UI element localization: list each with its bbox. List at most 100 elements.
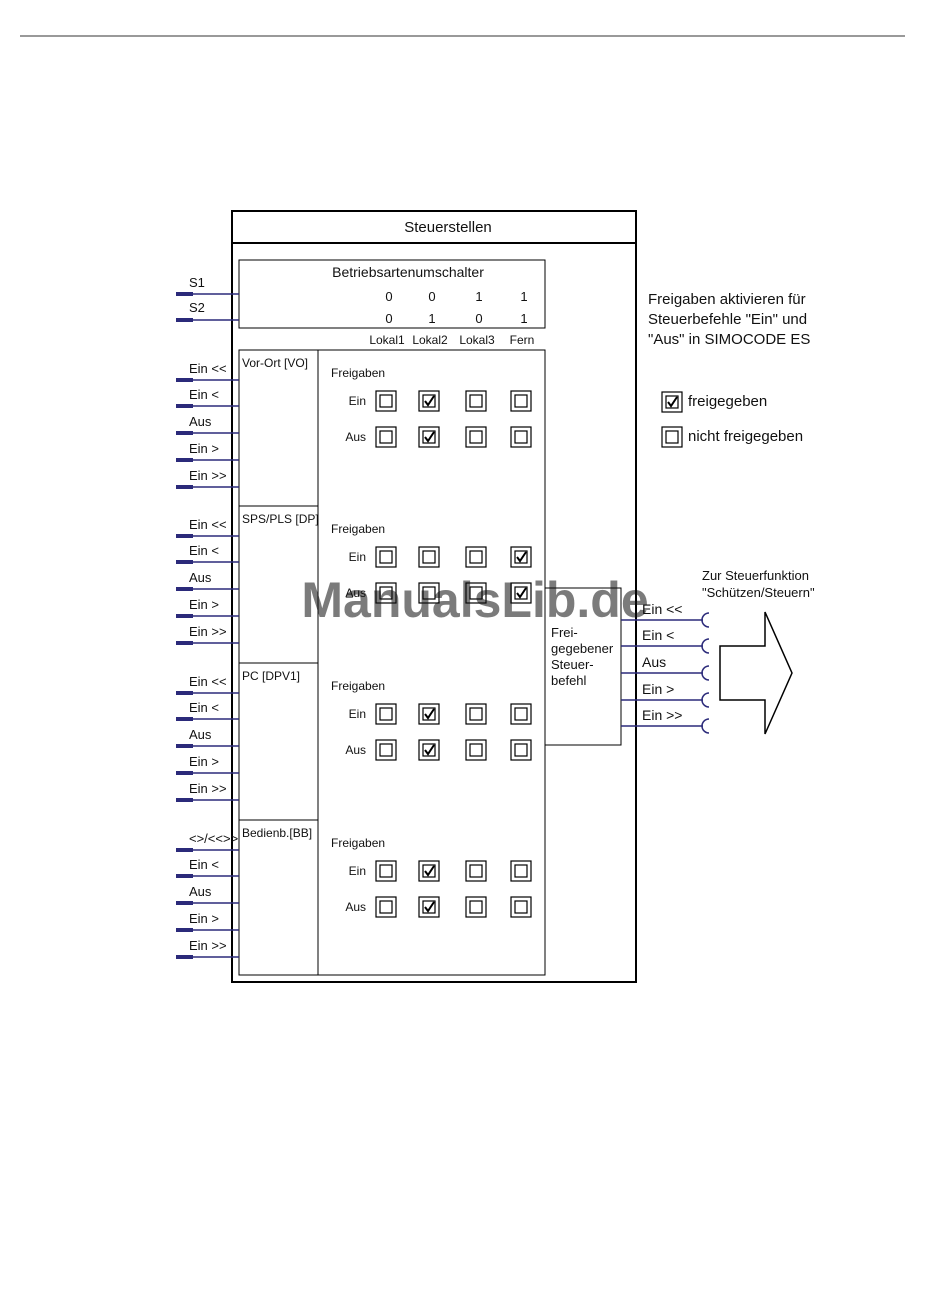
release-checkbox-aus[interactable] bbox=[465, 426, 487, 448]
control-stations-frame bbox=[231, 210, 637, 983]
release-checkbox-aus[interactable] bbox=[375, 739, 397, 761]
check-mark-icon bbox=[516, 587, 527, 599]
input-terminal bbox=[176, 874, 193, 878]
ein-row-label: Ein bbox=[349, 864, 366, 878]
release-checkbox-ein[interactable] bbox=[465, 546, 487, 568]
release-checkbox-aus[interactable] bbox=[510, 426, 532, 448]
s2-value: 0 bbox=[385, 311, 392, 326]
input-terminal bbox=[176, 928, 193, 932]
release-checkbox-ein[interactable] bbox=[375, 860, 397, 882]
release-checkbox-ein[interactable] bbox=[510, 546, 532, 568]
output-socket-icon bbox=[701, 638, 710, 654]
release-checkbox-aus[interactable] bbox=[510, 582, 532, 604]
released-command-line-4: befehl bbox=[551, 673, 587, 688]
release-checkbox-ein[interactable] bbox=[418, 860, 440, 882]
column-header: Fern bbox=[510, 333, 535, 347]
input-signal-label: Ein > bbox=[189, 597, 219, 612]
release-checkbox-ein[interactable] bbox=[510, 390, 532, 412]
output-signal-label: Ein > bbox=[642, 681, 674, 697]
release-checkbox-ein[interactable] bbox=[465, 390, 487, 412]
released-command-line-2: gegebener bbox=[551, 641, 614, 656]
input-signal-label: Ein << bbox=[189, 361, 227, 376]
release-checkbox-ein[interactable] bbox=[510, 703, 532, 725]
check-mark-icon bbox=[424, 431, 435, 443]
release-checkbox-aus[interactable] bbox=[375, 582, 397, 604]
aus-row-label: Aus bbox=[345, 743, 366, 757]
checkbox-inner bbox=[469, 900, 483, 914]
release-checkbox-aus[interactable] bbox=[510, 739, 532, 761]
legend-disabled-checkbox-icon[interactable] bbox=[661, 426, 683, 448]
release-checkbox-aus[interactable] bbox=[465, 739, 487, 761]
release-checkbox-ein[interactable] bbox=[418, 703, 440, 725]
input-terminal bbox=[176, 691, 193, 695]
output-signal: Ein >> bbox=[621, 707, 710, 734]
release-checkbox-aus[interactable] bbox=[375, 426, 397, 448]
input-signal-label: <>/<<>> bbox=[189, 831, 238, 846]
checkbox-inner bbox=[379, 550, 393, 564]
release-checkbox-ein[interactable] bbox=[418, 546, 440, 568]
input-signal-label: Aus bbox=[189, 570, 212, 585]
checkbox-inner bbox=[469, 394, 483, 408]
input-signal-label: Ein < bbox=[189, 543, 219, 558]
legend-enabled-checkbox-icon[interactable] bbox=[661, 391, 683, 413]
release-checkbox-aus[interactable] bbox=[465, 582, 487, 604]
input-signal-label: Aus bbox=[189, 414, 212, 429]
release-checkbox-aus[interactable] bbox=[418, 426, 440, 448]
input-signal-label: Ein < bbox=[189, 387, 219, 402]
note-line-2: Steuerbefehle "Ein" und bbox=[648, 311, 807, 328]
release-checkbox-aus[interactable] bbox=[375, 896, 397, 918]
input-signal-label: Ein << bbox=[189, 674, 227, 689]
check-mark-icon bbox=[424, 901, 435, 913]
output-signal: Ein < bbox=[621, 627, 710, 654]
release-checkbox-aus[interactable] bbox=[465, 896, 487, 918]
checkbox-inner bbox=[514, 743, 528, 757]
output-socket-icon bbox=[701, 718, 710, 734]
release-checkbox-aus[interactable] bbox=[510, 896, 532, 918]
input-terminal bbox=[176, 798, 193, 802]
input-signal-label: Aus bbox=[189, 727, 212, 742]
input-terminal bbox=[176, 744, 193, 748]
ein-row-label: Ein bbox=[349, 394, 366, 408]
checkbox-inner bbox=[665, 430, 679, 444]
released-command-line-3: Steuer- bbox=[551, 657, 594, 672]
input-signal-label: Ein > bbox=[189, 754, 219, 769]
input-terminal bbox=[176, 771, 193, 775]
checkbox-inner bbox=[514, 394, 528, 408]
ein-row-label: Ein bbox=[349, 707, 366, 721]
input-signal-label: Ein > bbox=[189, 441, 219, 456]
release-label: Freigaben bbox=[331, 366, 385, 380]
checkbox-inner bbox=[514, 430, 528, 444]
checkbox-inner bbox=[422, 586, 436, 600]
release-checkbox-ein[interactable] bbox=[465, 860, 487, 882]
output-signal: Ein << bbox=[621, 601, 710, 628]
checkbox-inner bbox=[379, 394, 393, 408]
release-checkbox-aus[interactable] bbox=[418, 896, 440, 918]
input-terminal bbox=[176, 901, 193, 905]
release-checkbox-ein[interactable] bbox=[375, 390, 397, 412]
checkbox-inner bbox=[469, 743, 483, 757]
release-checkbox-ein[interactable] bbox=[510, 860, 532, 882]
input-signal-label: Ein > bbox=[189, 911, 219, 926]
checkbox-inner bbox=[514, 900, 528, 914]
release-checkbox-ein[interactable] bbox=[375, 703, 397, 725]
release-checkbox-ein[interactable] bbox=[418, 390, 440, 412]
input-terminal bbox=[176, 641, 193, 645]
target-line-1: Zur Steuerfunktion bbox=[702, 568, 809, 583]
target-arrow-icon bbox=[719, 611, 793, 735]
release-checkbox-ein[interactable] bbox=[465, 703, 487, 725]
release-checkbox-ein[interactable] bbox=[375, 546, 397, 568]
checkbox-inner bbox=[422, 550, 436, 564]
release-checkbox-aus[interactable] bbox=[418, 582, 440, 604]
input-terminal bbox=[176, 848, 193, 852]
s2-value: 1 bbox=[520, 311, 527, 326]
input-signal-label: Ein < bbox=[189, 700, 219, 715]
s1-label: S1 bbox=[189, 275, 205, 290]
s2-terminal bbox=[176, 318, 193, 322]
release-checkbox-aus[interactable] bbox=[418, 739, 440, 761]
input-terminal bbox=[176, 560, 193, 564]
